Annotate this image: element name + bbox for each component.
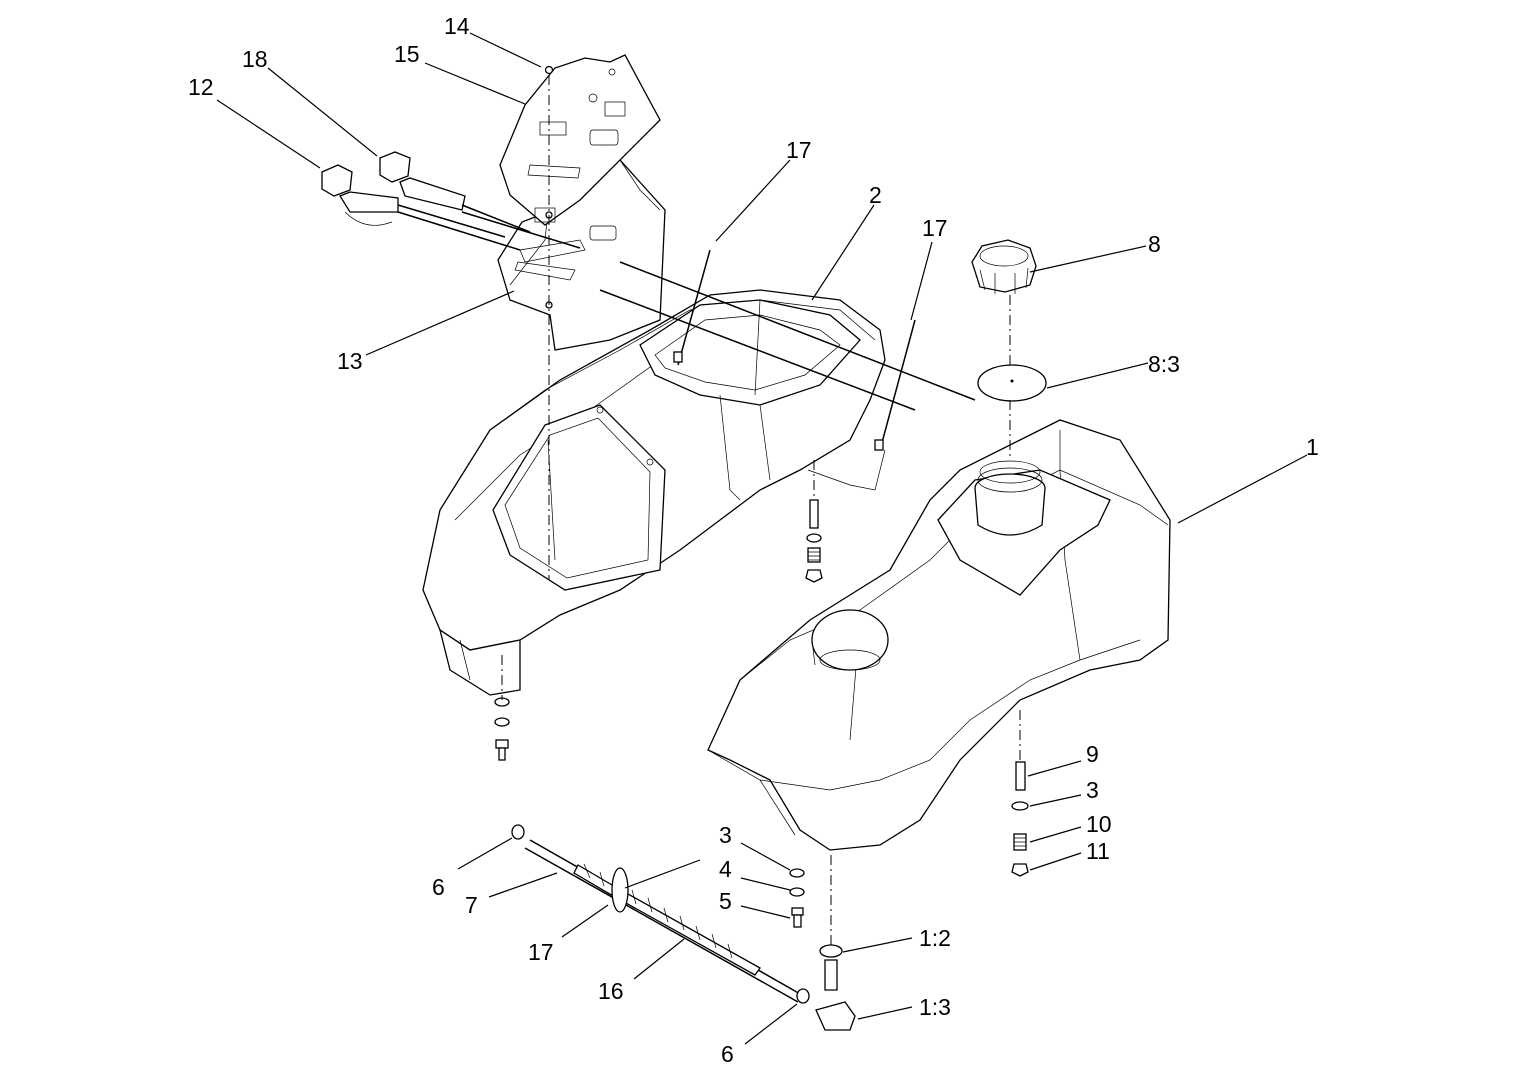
callout-6-lower: 6 <box>721 1041 734 1067</box>
callout-11: 11 <box>1086 838 1110 864</box>
callout-18: 18 <box>242 46 268 72</box>
shutoff-valve <box>815 944 856 1031</box>
callout-17-right: 17 <box>922 215 948 241</box>
throttle-rods <box>599 261 976 411</box>
hardware-stack-right <box>1011 761 1029 877</box>
fuel-cap <box>971 239 1037 294</box>
callout-2: 2 <box>869 182 882 208</box>
hardware-stack-left <box>494 697 510 761</box>
callout-labels: 14 15 18 12 17 2 17 8 8:3 13 1 9 3 10 11… <box>188 13 1319 1067</box>
hardware-stack-center <box>805 499 823 583</box>
callout-14: 14 <box>444 13 470 39</box>
control-lever-left <box>321 164 521 251</box>
leader-lines <box>216 32 1308 1045</box>
callout-16: 16 <box>598 978 624 1004</box>
callout-1-2: 1:2 <box>919 925 951 951</box>
fuel-line-clamp <box>511 824 810 1004</box>
hardware-stack-tank-front <box>789 868 805 928</box>
fuel-tank <box>707 419 1171 851</box>
cable-tie <box>673 249 916 451</box>
callout-7: 7 <box>465 892 478 918</box>
callout-5: 5 <box>719 888 732 914</box>
callout-4: 4 <box>719 856 732 882</box>
callout-9: 9 <box>1086 741 1099 767</box>
fuel-cap-gasket <box>977 364 1047 402</box>
callout-17-top: 17 <box>786 137 812 163</box>
callout-6-upper: 6 <box>432 874 445 900</box>
callout-15: 15 <box>394 41 420 67</box>
callout-8-3: 8:3 <box>1148 351 1180 377</box>
left-fuel-tank-shroud <box>422 289 886 696</box>
callout-12: 12 <box>188 74 214 100</box>
callout-10: 10 <box>1086 811 1112 837</box>
callout-3-left: 3 <box>719 822 732 848</box>
control-panel-decal <box>499 54 661 226</box>
fuel-line-assembly <box>524 839 803 1003</box>
callout-8: 8 <box>1148 231 1161 257</box>
callout-1-3: 1:3 <box>919 994 951 1020</box>
callout-13: 13 <box>337 348 363 374</box>
callout-1: 1 <box>1306 434 1319 460</box>
alignment-lines <box>501 75 1021 945</box>
callout-17-bottom: 17 <box>528 939 554 965</box>
callout-3-right: 3 <box>1086 777 1099 803</box>
control-panel-plate <box>497 159 666 351</box>
control-lever-right <box>379 151 581 249</box>
